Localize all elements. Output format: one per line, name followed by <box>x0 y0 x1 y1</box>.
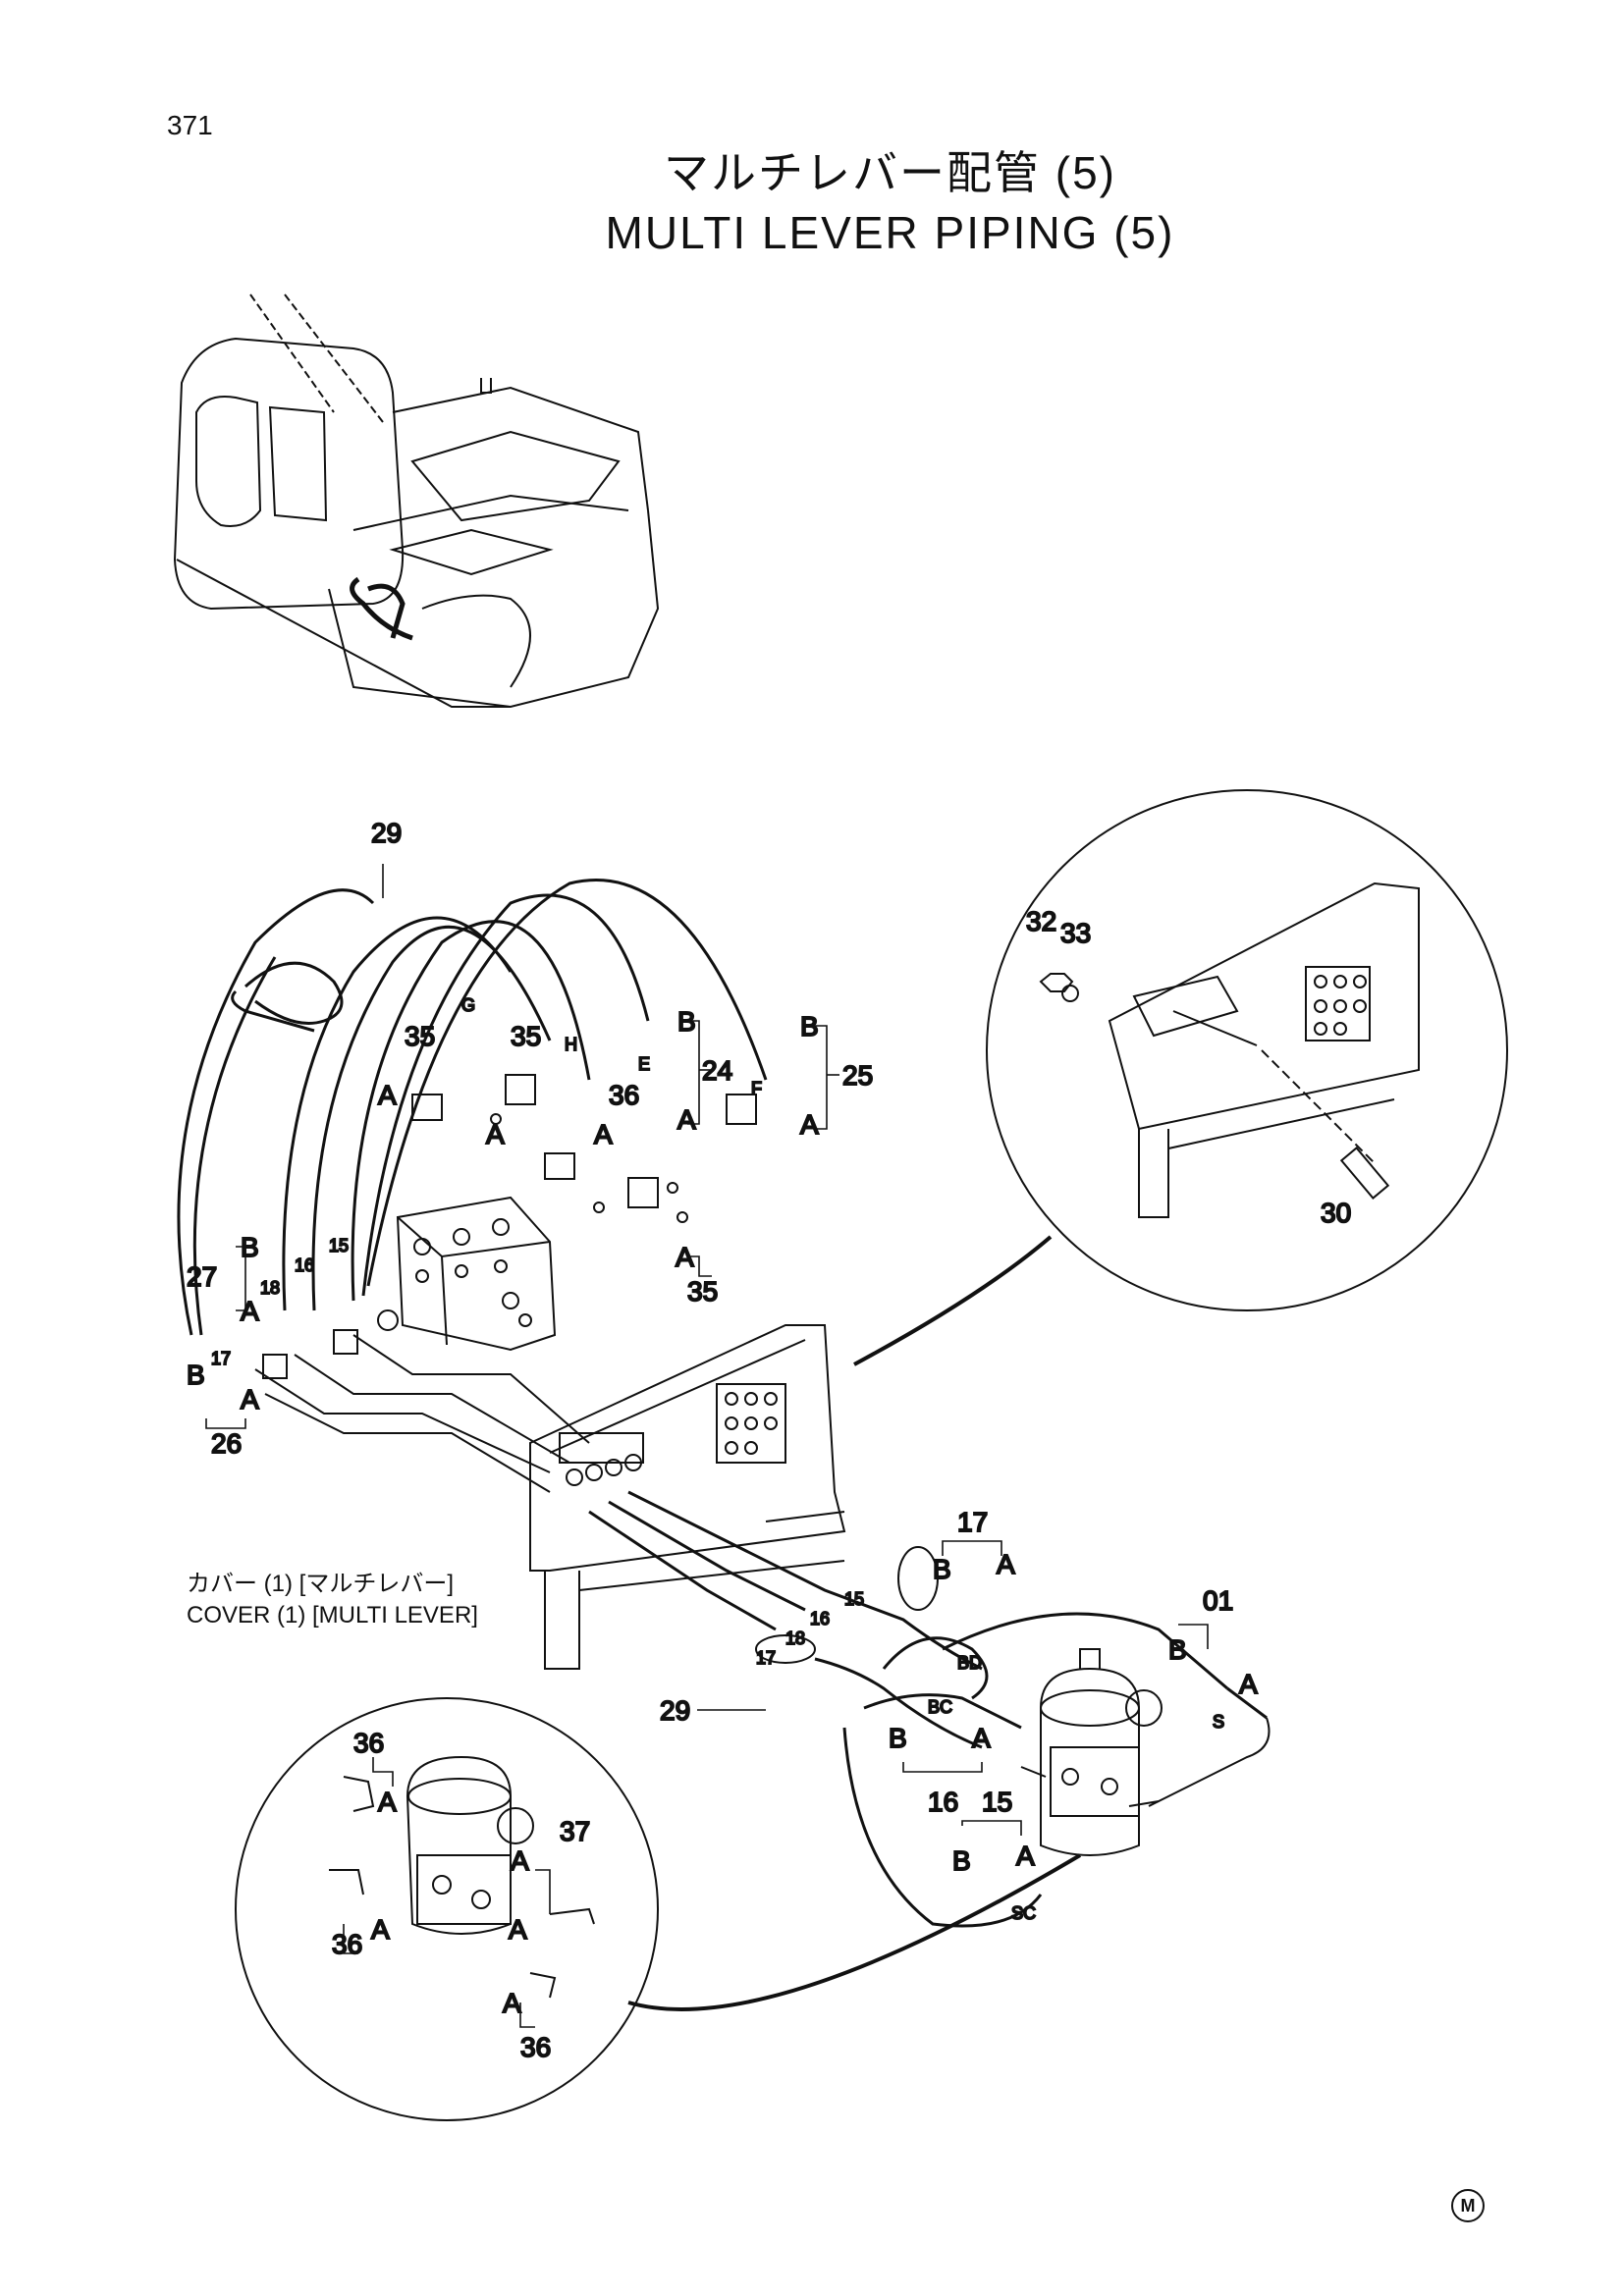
label-36-upper: 36 <box>609 1080 639 1110</box>
port-a-8: A <box>241 1384 259 1415</box>
label-16-upper: 16 <box>295 1255 314 1275</box>
label-32: 32 <box>1026 906 1056 936</box>
detail-circle-upper <box>986 789 1508 1311</box>
hose-bundle-upper <box>177 879 768 1336</box>
label-17-upper: 17 <box>211 1349 231 1368</box>
port-sc: SC <box>1011 1903 1036 1923</box>
port-b-2: B <box>800 1011 819 1041</box>
port-a-d2: A <box>371 1914 390 1945</box>
title-japanese: マルチレバー配管 (5) <box>664 147 1116 198</box>
excavator-overview <box>173 294 660 709</box>
port-s: S <box>1213 1712 1224 1732</box>
label-15-lower: 15 <box>982 1787 1012 1817</box>
label-17-lower: 17 <box>957 1507 988 1537</box>
port-e: E <box>638 1054 650 1074</box>
tubes-to-cover <box>254 1334 590 1493</box>
label-26: 26 <box>211 1428 242 1459</box>
label-18-upper: 18 <box>260 1278 280 1298</box>
label-35-b: 35 <box>511 1021 541 1051</box>
brand-mark-icon: M <box>1451 2189 1485 2222</box>
label-15-upper: 15 <box>329 1236 349 1255</box>
callout-lines <box>205 864 1209 2028</box>
cover-note: カバー (1) [マルチレバー] COVER (1) [MULTI LEVER] <box>187 1569 478 1631</box>
label-30: 30 <box>1321 1198 1351 1228</box>
port-h: H <box>565 1035 577 1054</box>
label-33: 33 <box>1060 918 1091 948</box>
port-a-2: A <box>486 1119 505 1149</box>
valve-manifold-block <box>396 1196 557 1352</box>
port-bd: BD <box>957 1653 982 1673</box>
label-37: 37 <box>560 1816 590 1846</box>
port-g: G <box>461 995 475 1015</box>
detail-circle-lower <box>235 1697 659 2121</box>
label-29-lower: 29 <box>660 1695 690 1726</box>
port-a-7: A <box>241 1296 259 1326</box>
port-a-d5: A <box>503 1988 521 2018</box>
label-29-upper: 29 <box>371 818 402 848</box>
port-bc: BC <box>928 1697 952 1717</box>
port-b-1: B <box>677 1006 696 1037</box>
label-18-mid: 18 <box>785 1629 805 1648</box>
label-16-mid: 16 <box>810 1609 830 1629</box>
port-a-12: A <box>1016 1841 1035 1871</box>
label-35-c: 35 <box>687 1276 718 1307</box>
label-35-a: 35 <box>405 1021 435 1051</box>
port-a-6: A <box>800 1109 819 1140</box>
label-16-lower: 16 <box>928 1787 958 1817</box>
hose-clamps <box>755 1546 939 1664</box>
port-a-3: A <box>594 1119 613 1149</box>
title-block: マルチレバー配管 (5) MULTI LEVER PIPING (5) <box>0 137 1623 259</box>
port-b-5: B <box>933 1554 951 1584</box>
label-17-mid: 17 <box>756 1648 776 1668</box>
port-b-6: B <box>1168 1634 1187 1665</box>
port-a-11: A <box>972 1723 991 1753</box>
port-a-10: A <box>1239 1669 1258 1699</box>
port-a-5: A <box>677 1104 696 1135</box>
port-a-d4: A <box>509 1914 527 1945</box>
label-24: 24 <box>702 1055 732 1086</box>
port-b-7: B <box>889 1723 907 1753</box>
page-number: 371 <box>167 110 213 140</box>
cover-note-english: COVER (1) [MULTI LEVER] <box>187 1602 478 1629</box>
port-b-4: B <box>187 1360 205 1390</box>
label-15-mid: 15 <box>844 1589 864 1609</box>
multi-lever-cover <box>529 1324 846 1670</box>
label-01: 01 <box>1203 1585 1233 1616</box>
label-36-detail-c: 36 <box>520 2032 551 2062</box>
port-f: F <box>751 1079 762 1098</box>
part-labels: 29 35 35 36 35 24 25 27 26 18 16 15 17 3… <box>186 817 1352 2063</box>
label-36-detail-a: 36 <box>353 1728 384 1758</box>
port-a-d3: A <box>511 1845 529 1876</box>
title-english: MULTI LEVER PIPING (5) <box>605 207 1175 258</box>
hose-bundle-lower <box>588 1490 1268 1928</box>
label-25: 25 <box>842 1060 873 1091</box>
label-36-detail-b: 36 <box>332 1929 362 1959</box>
port-b-8: B <box>952 1845 971 1876</box>
pilot-valve <box>1020 1648 1271 1856</box>
label-27: 27 <box>187 1261 217 1292</box>
port-a-d1: A <box>378 1787 397 1817</box>
cover-note-japanese: カバー (1) [マルチレバー] <box>187 1571 455 1597</box>
leader-lower-detail <box>627 1853 1082 2011</box>
port-b-3: B <box>241 1232 259 1262</box>
port-labels: A A A A B A B A B A B A G H E F B A B A … <box>186 994 1259 2019</box>
port-a-1: A <box>378 1080 397 1110</box>
port-a-4: A <box>676 1242 694 1272</box>
fittings-upper <box>262 1074 757 1379</box>
leader-upper-detail <box>853 1235 1053 1366</box>
port-a-9: A <box>997 1549 1015 1579</box>
